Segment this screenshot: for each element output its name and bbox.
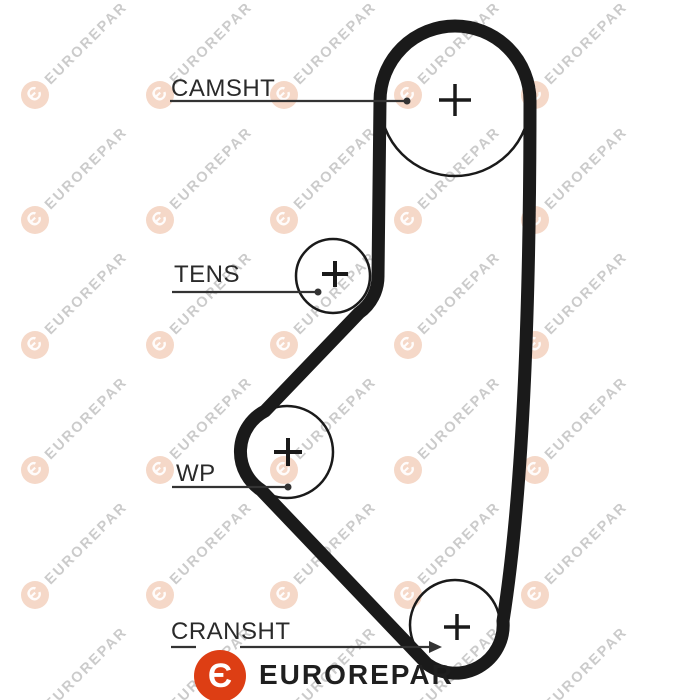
- label-water-pump: WP: [176, 460, 216, 487]
- crankshaft-center-cross: [444, 614, 470, 640]
- water-pump-center-cross: [274, 438, 302, 466]
- brand-logo: Є EUROREPAR: [194, 650, 454, 700]
- water-pump-leader-dot: [284, 483, 292, 491]
- tensioner-center-cross: [322, 261, 348, 287]
- crankshaft-leader-arrow: [429, 641, 442, 653]
- label-camshaft: CAMSHT: [171, 75, 276, 102]
- camshaft-leader-dot: [403, 97, 411, 105]
- label-crankshaft: CRANSHT: [171, 618, 291, 645]
- eurorepar-e-icon: Є: [194, 650, 246, 700]
- tensioner-leader-dot: [314, 288, 322, 296]
- label-tensioner: TENS: [174, 261, 241, 288]
- camshaft-center-cross: [439, 84, 471, 116]
- tensioner-pulley: [294, 237, 372, 315]
- brand-logo-text: EUROREPAR: [259, 659, 454, 690]
- timing-belt: [233, 19, 537, 680]
